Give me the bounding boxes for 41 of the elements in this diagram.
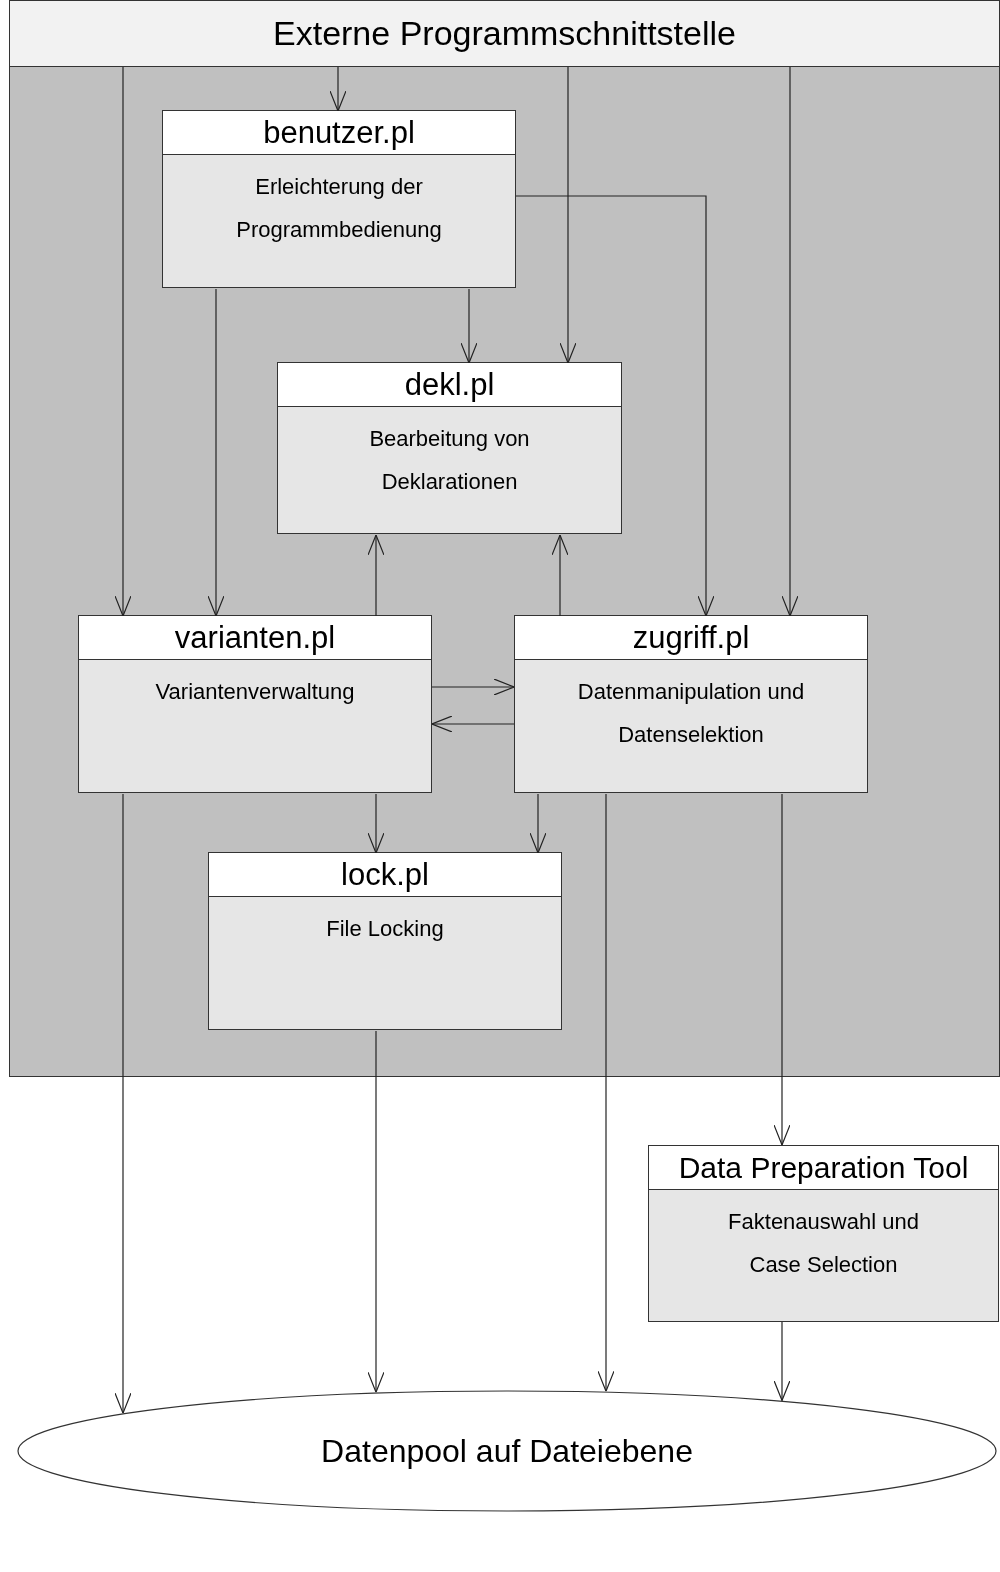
arrow (781, 66, 799, 617)
arrow (597, 793, 615, 1392)
module-title: varianten.pl (174, 619, 336, 656)
module-title: lock.pl (341, 856, 429, 893)
arrow (773, 1321, 791, 1402)
module-box (648, 1145, 999, 1322)
arrow (367, 534, 385, 617)
arrow (367, 793, 385, 854)
arrow (431, 715, 515, 733)
module-title: dekl.pl (404, 366, 495, 403)
module-area (9, 67, 1000, 1077)
module-title: benutzer.pl (263, 114, 415, 151)
arrow (529, 793, 547, 854)
module-description: Faktenauswahl und Case Selection (728, 1209, 919, 1277)
arrow (207, 288, 225, 617)
module-box (277, 362, 622, 534)
arrow (114, 793, 132, 1414)
arrow (329, 66, 347, 112)
arrow (431, 678, 515, 696)
module-box (208, 852, 562, 1030)
module-description: File Locking (326, 916, 444, 941)
module-description: Variantenverwaltung (155, 679, 355, 704)
data-pool-ellipse (17, 1390, 997, 1512)
arrow (773, 793, 791, 1146)
arrow (551, 534, 569, 617)
arrow (515, 195, 715, 617)
module-box (162, 110, 516, 288)
arrow (559, 66, 577, 364)
module-box (514, 615, 868, 793)
arrow (114, 66, 132, 617)
arrow (367, 1030, 385, 1393)
module-title: zugriff.pl (632, 619, 750, 656)
module-description: Erleichterung der Programmbedienung (236, 174, 442, 242)
interface-title: Externe Programmschnittstelle (273, 14, 736, 52)
module-title: Data Preparation Tool (678, 1150, 969, 1185)
data-pool-label: Datenpool auf Dateiebene (321, 1432, 693, 1470)
module-description: Bearbeitung von Deklarationen (369, 426, 530, 494)
module-box (78, 615, 432, 793)
module-description: Datenmanipulation und Datenselektion (577, 679, 805, 747)
arrow (460, 288, 478, 364)
interface-band (9, 0, 1000, 67)
